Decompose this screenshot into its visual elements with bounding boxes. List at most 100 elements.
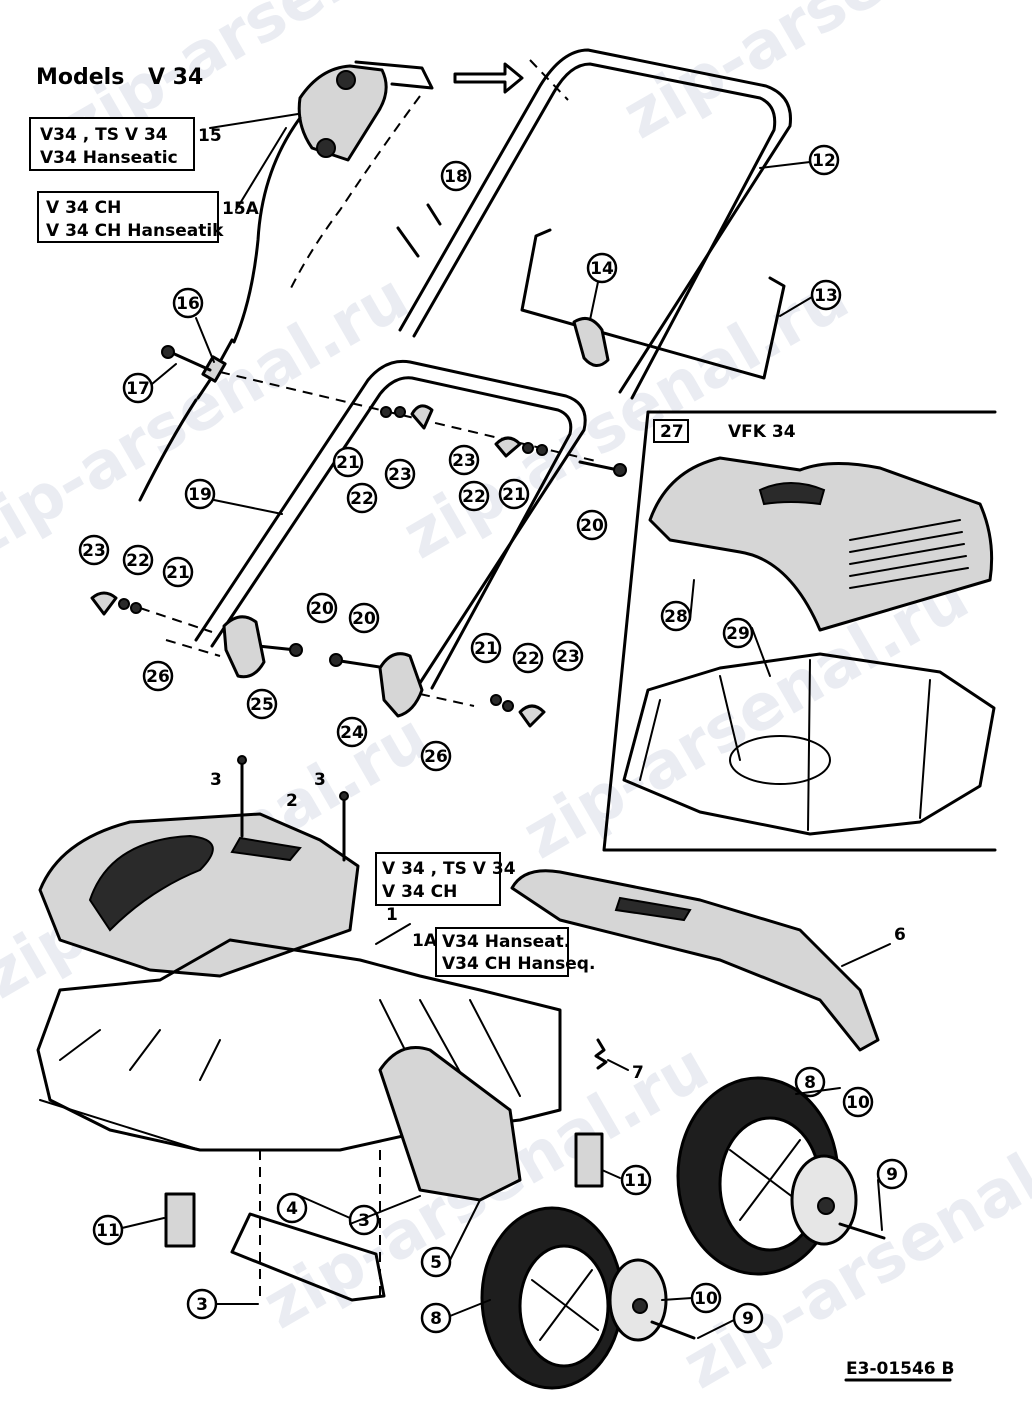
callout-11a: 11	[620, 1164, 652, 1196]
hardware-group-left	[90, 591, 303, 657]
svg-text:13: 13	[814, 286, 838, 306]
leader-lines	[121, 113, 891, 1339]
label-15a: 15A	[222, 199, 260, 219]
svg-text:23: 23	[556, 647, 580, 667]
callout-22b: 22	[458, 480, 490, 512]
rear-guard-part-6	[510, 869, 880, 1052]
svg-text:18: 18	[444, 167, 468, 187]
callout-12: 12	[808, 144, 840, 176]
model-box-15: V34 , TS V 34 V34 Hanseatic	[29, 117, 195, 171]
bracket-part-11-right	[574, 1132, 604, 1188]
svg-text:V 34 , TS V 34: V 34 , TS V 34	[382, 859, 516, 879]
lever-knob-part-24	[378, 652, 424, 718]
callout-29: 29	[722, 617, 754, 649]
callout-11b: 11	[92, 1214, 124, 1246]
svg-text:V 34 CH: V 34 CH	[382, 882, 457, 902]
callout-21b: 21	[498, 478, 530, 510]
svg-text:8: 8	[804, 1073, 816, 1093]
svg-text:21: 21	[336, 453, 360, 473]
screws-part-3	[237, 755, 381, 1300]
watermark-text: zip-arsenal.ru	[0, 260, 421, 574]
grass-box-cover-part-28	[648, 456, 994, 632]
svg-text:21: 21	[166, 563, 190, 583]
screw-part-17	[161, 345, 212, 372]
callout-4: 4	[276, 1192, 308, 1224]
label-1: 1	[386, 905, 398, 925]
svg-text:14: 14	[590, 259, 614, 279]
svg-text:21: 21	[474, 639, 498, 659]
svg-text:3: 3	[196, 1295, 208, 1315]
svg-text:21: 21	[502, 485, 526, 505]
callout-20a: 20	[576, 509, 608, 541]
hubcap-part-10-rear	[790, 1154, 858, 1246]
svg-text:8: 8	[430, 1309, 442, 1329]
svg-text:22: 22	[462, 487, 486, 507]
label-3c: 3	[210, 770, 222, 790]
svg-text:22: 22	[126, 551, 150, 571]
callout-23a: 23	[384, 458, 416, 490]
callout-16: 16	[172, 287, 204, 319]
callout-21a: 21	[332, 446, 364, 478]
callout-26a: 26	[142, 660, 174, 692]
cable-rod-part-13	[520, 228, 786, 380]
callout-18: 18	[440, 160, 472, 192]
svg-text:5: 5	[430, 1253, 442, 1273]
svg-text:17: 17	[126, 379, 150, 399]
callout-3a: 3	[348, 1204, 380, 1236]
discharge-chute-part-5	[378, 1046, 522, 1202]
callout-22a: 22	[346, 482, 378, 514]
callout-23b: 23	[448, 444, 480, 476]
label-1a: 1A	[412, 931, 438, 951]
label-2: 2	[286, 791, 298, 811]
svg-text:25: 25	[250, 695, 274, 715]
callout-8b: 8	[420, 1302, 452, 1334]
callout-19: 19	[184, 478, 216, 510]
cable-part-15a	[232, 116, 302, 344]
svg-text:24: 24	[340, 723, 364, 743]
svg-text:26: 26	[146, 667, 170, 687]
svg-text:3: 3	[358, 1211, 370, 1231]
upper-handle-part-12	[398, 48, 792, 400]
svg-text:11: 11	[624, 1171, 648, 1191]
svg-text:23: 23	[82, 541, 106, 561]
callout-8a: 8	[794, 1066, 826, 1098]
model-box-15a: V 34 CH V 34 CH Hanseatik	[37, 191, 224, 243]
svg-text:V34 CH Hanseq.: V34 CH Hanseq.	[442, 954, 595, 974]
svg-text:19: 19	[188, 485, 212, 505]
clip-part-14	[572, 316, 610, 367]
svg-text:20: 20	[580, 516, 604, 536]
svg-text:20: 20	[352, 609, 376, 629]
model-box-1a: V34 Hanseat. V34 CH Hanseq.	[435, 927, 595, 977]
svg-text:10: 10	[694, 1289, 718, 1309]
svg-text:20: 20	[310, 599, 334, 619]
callout-5: 5	[420, 1246, 452, 1278]
models-label: Models	[36, 65, 124, 90]
svg-text:22: 22	[350, 489, 374, 509]
grass-box-part-29	[622, 652, 996, 836]
callout-9a: 9	[876, 1158, 908, 1190]
svg-text:10: 10	[846, 1093, 870, 1113]
hardware-group-right	[329, 653, 546, 728]
svg-text:26: 26	[424, 747, 448, 767]
svg-text:11: 11	[96, 1221, 120, 1241]
callout-20c: 20	[348, 602, 380, 634]
callout-10a: 10	[842, 1086, 874, 1118]
deck-cover-part-2	[38, 812, 360, 978]
callout-20b: 20	[306, 592, 338, 624]
callout-25: 25	[246, 688, 278, 720]
bracket-part-11-left	[164, 1192, 196, 1248]
svg-text:4: 4	[286, 1199, 298, 1219]
lever-knob-part-25	[222, 615, 266, 679]
callout-22c: 22	[122, 544, 154, 576]
callout-28: 28	[660, 600, 692, 632]
callout-3b: 3	[186, 1288, 218, 1320]
hardware-group-upper	[380, 404, 627, 477]
inset-title: VFK 34	[728, 422, 796, 442]
inset-vfk34: 27 VFK 34	[602, 410, 997, 852]
callout-23c: 23	[78, 534, 110, 566]
svg-text:23: 23	[388, 465, 412, 485]
hubcap-part-10-front	[608, 1258, 668, 1342]
callout-9b: 9	[732, 1302, 764, 1334]
callout-21d: 21	[470, 632, 502, 664]
